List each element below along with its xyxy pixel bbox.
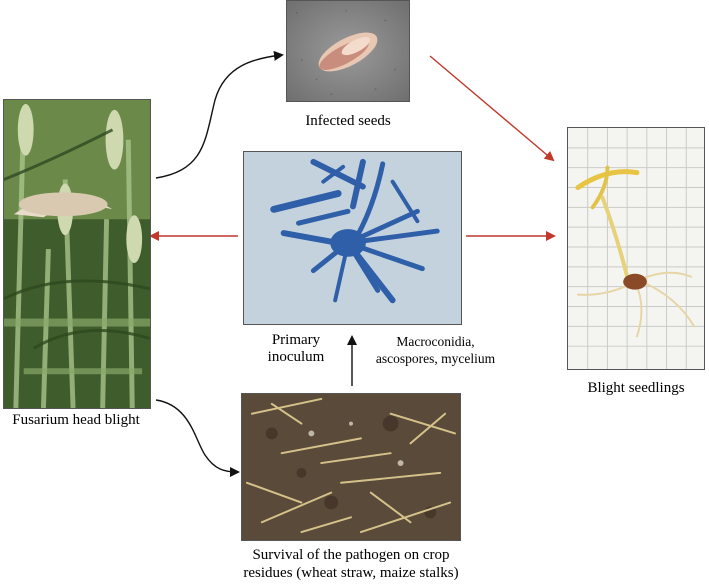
arrow-seeds-to-seedlings bbox=[429, 55, 555, 162]
infected-seeds-photo bbox=[286, 0, 410, 102]
infected-seeds-label: Infected seeds bbox=[305, 113, 391, 129]
blight-seedlings-label: Blight seedlings bbox=[587, 380, 685, 396]
blight-seedlings-photo bbox=[567, 127, 705, 370]
crop-residues-photo bbox=[241, 393, 461, 541]
crop-residues-label-line1: Survival of the pathogen on crop bbox=[252, 547, 450, 563]
head-blight-label: Fusarium head blight bbox=[12, 412, 140, 428]
head-blight-photo bbox=[3, 99, 151, 409]
spore-types-label-line2: ascospores, mycelium bbox=[375, 351, 496, 366]
crop-residues-label-line2: residues (wheat straw, maize stalks) bbox=[243, 565, 459, 581]
primary-inoculum-label-line1: Primary bbox=[271, 332, 321, 348]
spore-types-label-line1: Macroconidia, bbox=[396, 334, 475, 349]
primary-inoculum-photo bbox=[243, 151, 462, 325]
arrow-headblight-to-residues bbox=[155, 399, 240, 477]
primary-inoculum-label-line2: inoculum bbox=[267, 349, 325, 365]
